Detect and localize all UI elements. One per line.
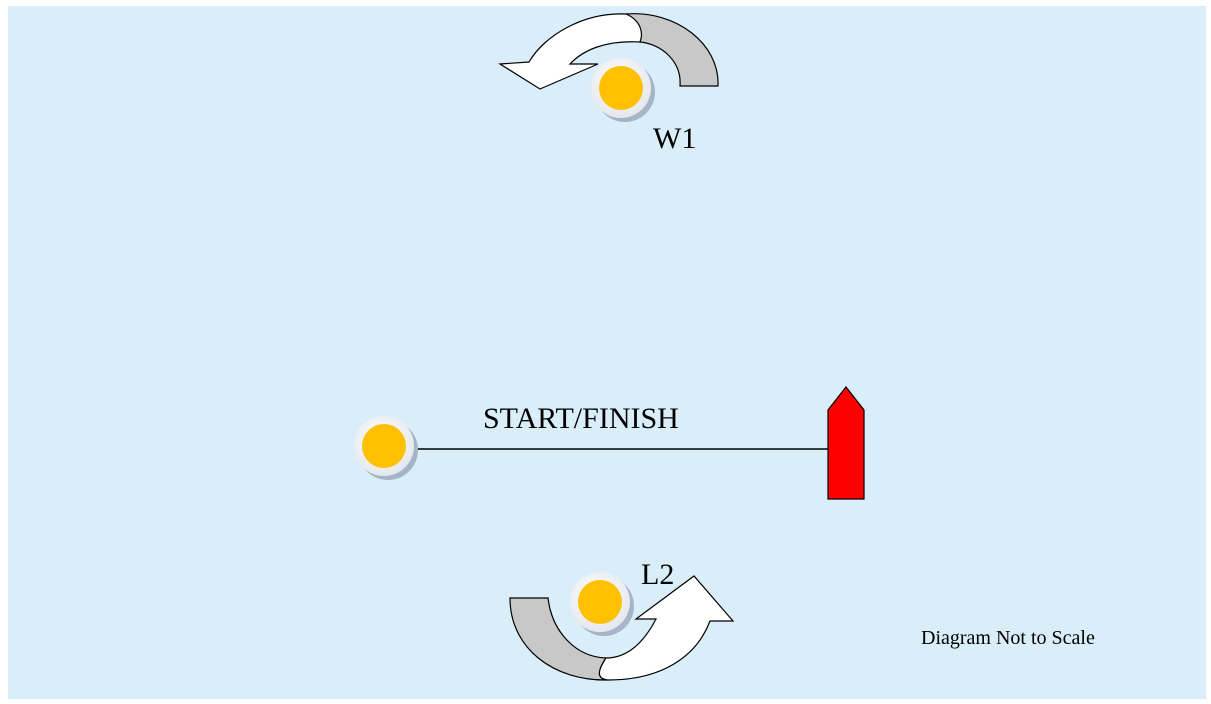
start-pin-mark [354,416,418,480]
w1-label: W1 [653,122,697,155]
w1-arrow-tail-gray [625,13,719,87]
l2-rounding-arrow [509,575,735,681]
l2-label: L2 [641,558,675,591]
start-pin-buoy [362,424,406,468]
w1-arrow-head-white [498,13,643,90]
l2-mark [570,572,634,636]
course-canvas [354,13,865,681]
scale-note: Diagram Not to Scale [921,627,1095,649]
w1-mark [591,58,655,122]
race-course-diagram: W1 START/FINISH L2 Diagram Not to Scale [8,6,1206,699]
committee-boat [827,386,865,500]
w1-rounding-arrow [498,13,719,90]
l2-arrow-head-white [598,575,735,681]
start-finish-label: START/FINISH [483,402,679,435]
w1-mark-buoy [599,66,643,110]
l2-mark-buoy [578,580,622,624]
